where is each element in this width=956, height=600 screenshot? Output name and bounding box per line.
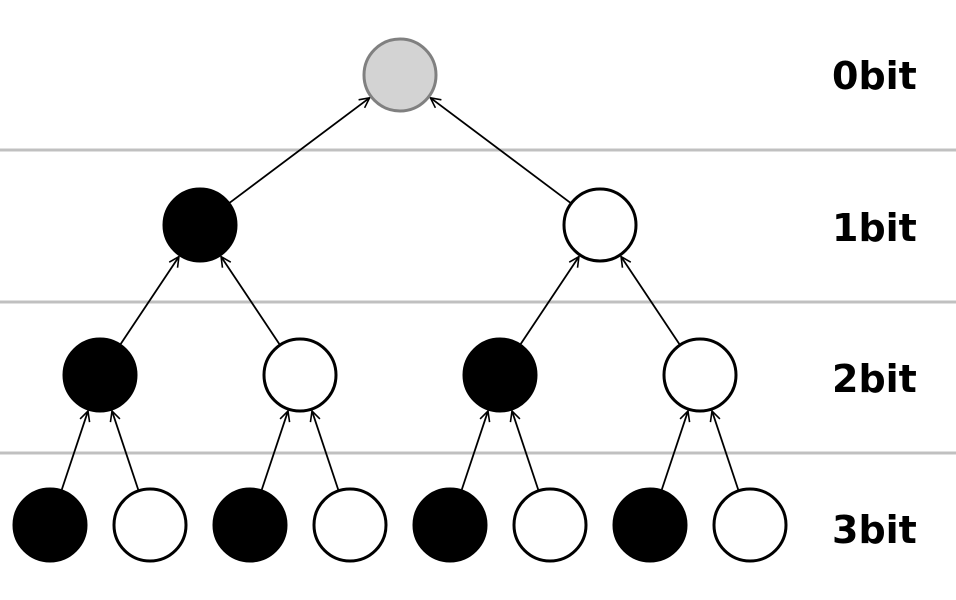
- edge-arrow: [112, 411, 140, 491]
- filled-node: [12, 487, 88, 563]
- empty-node: [562, 187, 638, 263]
- root-node: [362, 37, 438, 113]
- empty-node: [312, 487, 388, 563]
- filled-node: [612, 487, 688, 563]
- filled-node: [412, 487, 488, 563]
- filled-node: [462, 337, 538, 413]
- edge-arrow: [460, 411, 488, 491]
- edge-arrow: [260, 411, 288, 491]
- filled-node: [62, 337, 138, 413]
- empty-node: [262, 337, 338, 413]
- edge-arrow: [312, 411, 340, 491]
- nodes: [12, 37, 788, 563]
- edge-arrow: [519, 257, 579, 345]
- edge-arrow: [712, 411, 740, 491]
- empty-node: [512, 487, 588, 563]
- empty-node: [662, 337, 738, 413]
- level-labels: 0bit 1bit 2bit 3bit: [832, 54, 917, 552]
- level-label-3bit: 3bit: [832, 508, 917, 552]
- edge-arrow: [119, 257, 179, 345]
- edges: [60, 98, 740, 491]
- edge-arrow: [229, 98, 370, 204]
- edge-arrow: [221, 257, 281, 345]
- level-label-1bit: 1bit: [832, 206, 917, 250]
- level-label-2bit: 2bit: [832, 357, 917, 401]
- edge-arrow: [621, 257, 681, 345]
- separator-lines: [0, 148, 956, 455]
- level-label-0bit: 0bit: [832, 54, 917, 98]
- filled-node: [162, 187, 238, 263]
- empty-node: [712, 487, 788, 563]
- edge-arrow: [60, 411, 88, 491]
- edge-arrow: [512, 411, 540, 491]
- edge-arrow: [660, 411, 688, 491]
- edge-arrow: [430, 98, 571, 204]
- filled-node: [212, 487, 288, 563]
- empty-node: [112, 487, 188, 563]
